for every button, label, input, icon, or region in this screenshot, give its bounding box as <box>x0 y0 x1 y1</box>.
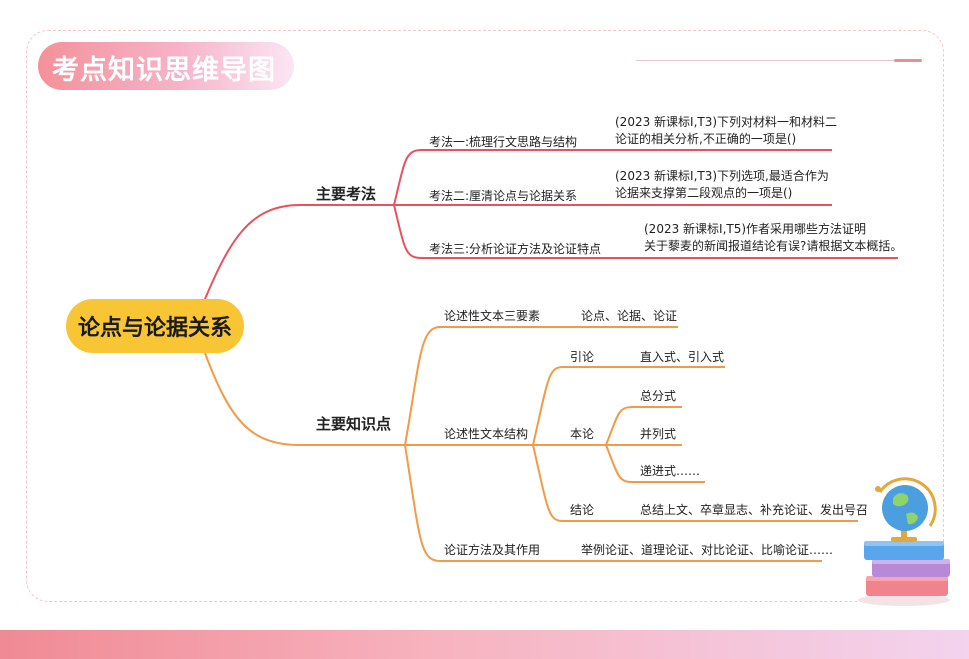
exam-1-detail: (2023 新课标Ⅰ,T3)下列对材料一和材料二 论证的相关分析,不正确的一项是… <box>615 114 837 148</box>
exam-3-detail: (2023 新课标Ⅰ,T5)作者采用哪些方法证明 关于藜麦的新闻报道结论有误?请… <box>644 221 902 255</box>
conclusion-detail: 总结上文、卒章显志、补充论证、发出号召 <box>640 503 869 517</box>
methods-label: 论证方法及其作用 <box>444 543 541 557</box>
branch-knowledge-label: 主要知识点 <box>316 415 392 433</box>
connector-methods <box>404 444 441 562</box>
connector-body-3 <box>605 444 633 483</box>
content-card <box>26 30 944 602</box>
elements-detail: 论点、论据、论证 <box>581 309 678 323</box>
exam-2-detail: (2023 新课标Ⅰ,T3)下列选项,最适合作为 论据来支撑第二段观点的一项是(… <box>615 168 829 202</box>
exam-3-detail-line-1: (2023 新课标Ⅰ,T5)作者采用哪些方法证明 <box>644 222 867 236</box>
elements-label: 论述性文本三要素 <box>444 309 541 323</box>
exam-1-label: 考法一:梳理行文思路与结构 <box>429 135 578 149</box>
root-node: 论点与论据关系 <box>66 299 244 353</box>
exam-3-label: 考法三:分析论证方法及论证特点 <box>429 242 602 256</box>
globe-on-books-icon <box>858 477 950 606</box>
exam-1-detail-line-1: (2023 新课标Ⅰ,T3)下列对材料一和材料二 <box>615 115 838 129</box>
exam-branch-lines <box>204 149 898 300</box>
body-label: 本论 <box>570 427 595 441</box>
connector-intro <box>532 366 564 446</box>
exam-2-label: 考法二:厘清论点与论据关系 <box>429 189 578 203</box>
connector-body-1 <box>605 406 633 446</box>
footer-band <box>0 630 969 659</box>
body-style-2: 并列式 <box>640 427 677 441</box>
connector-conclusion <box>532 444 564 522</box>
intro-detail: 直入式、引入式 <box>640 350 725 364</box>
exam-3-detail-line-2: 关于藜麦的新闻报道结论有误?请根据文本概括。 <box>644 239 903 253</box>
structure-label: 论述性文本结构 <box>444 427 529 441</box>
knowledge-branch-lines <box>204 326 858 562</box>
exam-2-detail-line-2: 论据来支撑第二段观点的一项是() <box>615 186 793 200</box>
body-style-3: 递进式…… <box>640 464 701 478</box>
header-divider <box>636 60 894 61</box>
body-style-1: 总分式 <box>640 389 677 403</box>
connector-exam-1 <box>393 149 423 206</box>
page-title: 考点知识思维导图 <box>52 55 276 86</box>
connector-elements <box>404 326 441 446</box>
branch-exam-label: 主要考法 <box>316 185 377 203</box>
title-banner <box>38 42 294 90</box>
connector-root-knowledge <box>204 352 301 446</box>
exam-2-detail-line-1: (2023 新课标Ⅰ,T3)下列选项,最适合作为 <box>615 169 829 183</box>
header-divider-accent <box>894 59 922 62</box>
methods-detail: 举例论证、道理论证、对比论证、比喻论证…… <box>581 543 834 557</box>
connector-root-exam <box>204 204 301 300</box>
connector-exam-3 <box>393 204 423 259</box>
intro-label: 引论 <box>570 350 595 364</box>
conclusion-label: 结论 <box>570 503 595 517</box>
exam-1-detail-line-2: 论证的相关分析,不正确的一项是() <box>615 132 797 146</box>
